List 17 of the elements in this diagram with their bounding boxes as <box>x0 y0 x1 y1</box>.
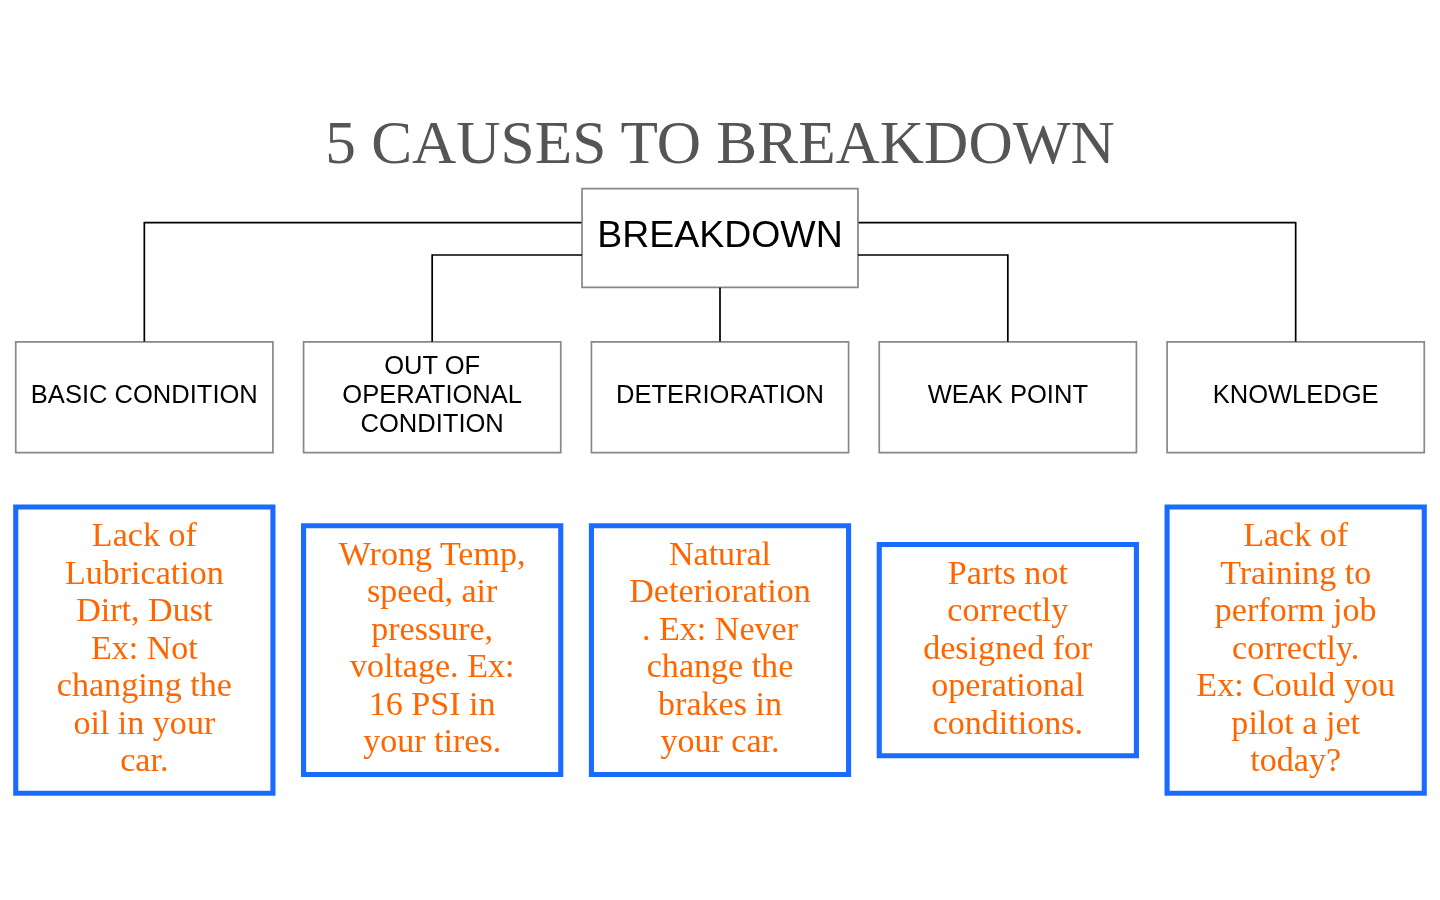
node-box: BASIC CONDITION <box>14 341 274 454</box>
diagram-title: 5 CAUSES TO BREAKDOWN <box>325 107 1115 176</box>
connector <box>719 286 721 343</box>
connector <box>857 221 1297 343</box>
node-box: DETERIORATION <box>590 341 850 454</box>
node-box: OUT OF OPERATIONAL CONDITION <box>302 341 562 454</box>
connector <box>143 221 583 343</box>
node-box: Wrong Temp, speed, air pressure, voltage. Ex: 16 PSI in your tires. <box>301 523 564 777</box>
node-box: Lack of Training to perform job correctly. Ex: Could you pilot a jet today? <box>1164 504 1427 796</box>
node-box: Lack of Lubrication Dirt, Dust Ex: Not changing the oil in your car. <box>13 504 276 796</box>
connector <box>431 254 583 343</box>
node-box: WEAK POINT <box>878 341 1138 454</box>
node-box: Parts not correctly designed for operational conditions. <box>876 541 1139 759</box>
connector <box>857 254 1009 343</box>
node-box: Natural Deterioration . Ex: Never change the brakes in your car. <box>588 523 852 777</box>
node-box: KNOWLEDGE <box>1166 341 1426 454</box>
node-box: BREAKDOWN <box>581 187 859 289</box>
